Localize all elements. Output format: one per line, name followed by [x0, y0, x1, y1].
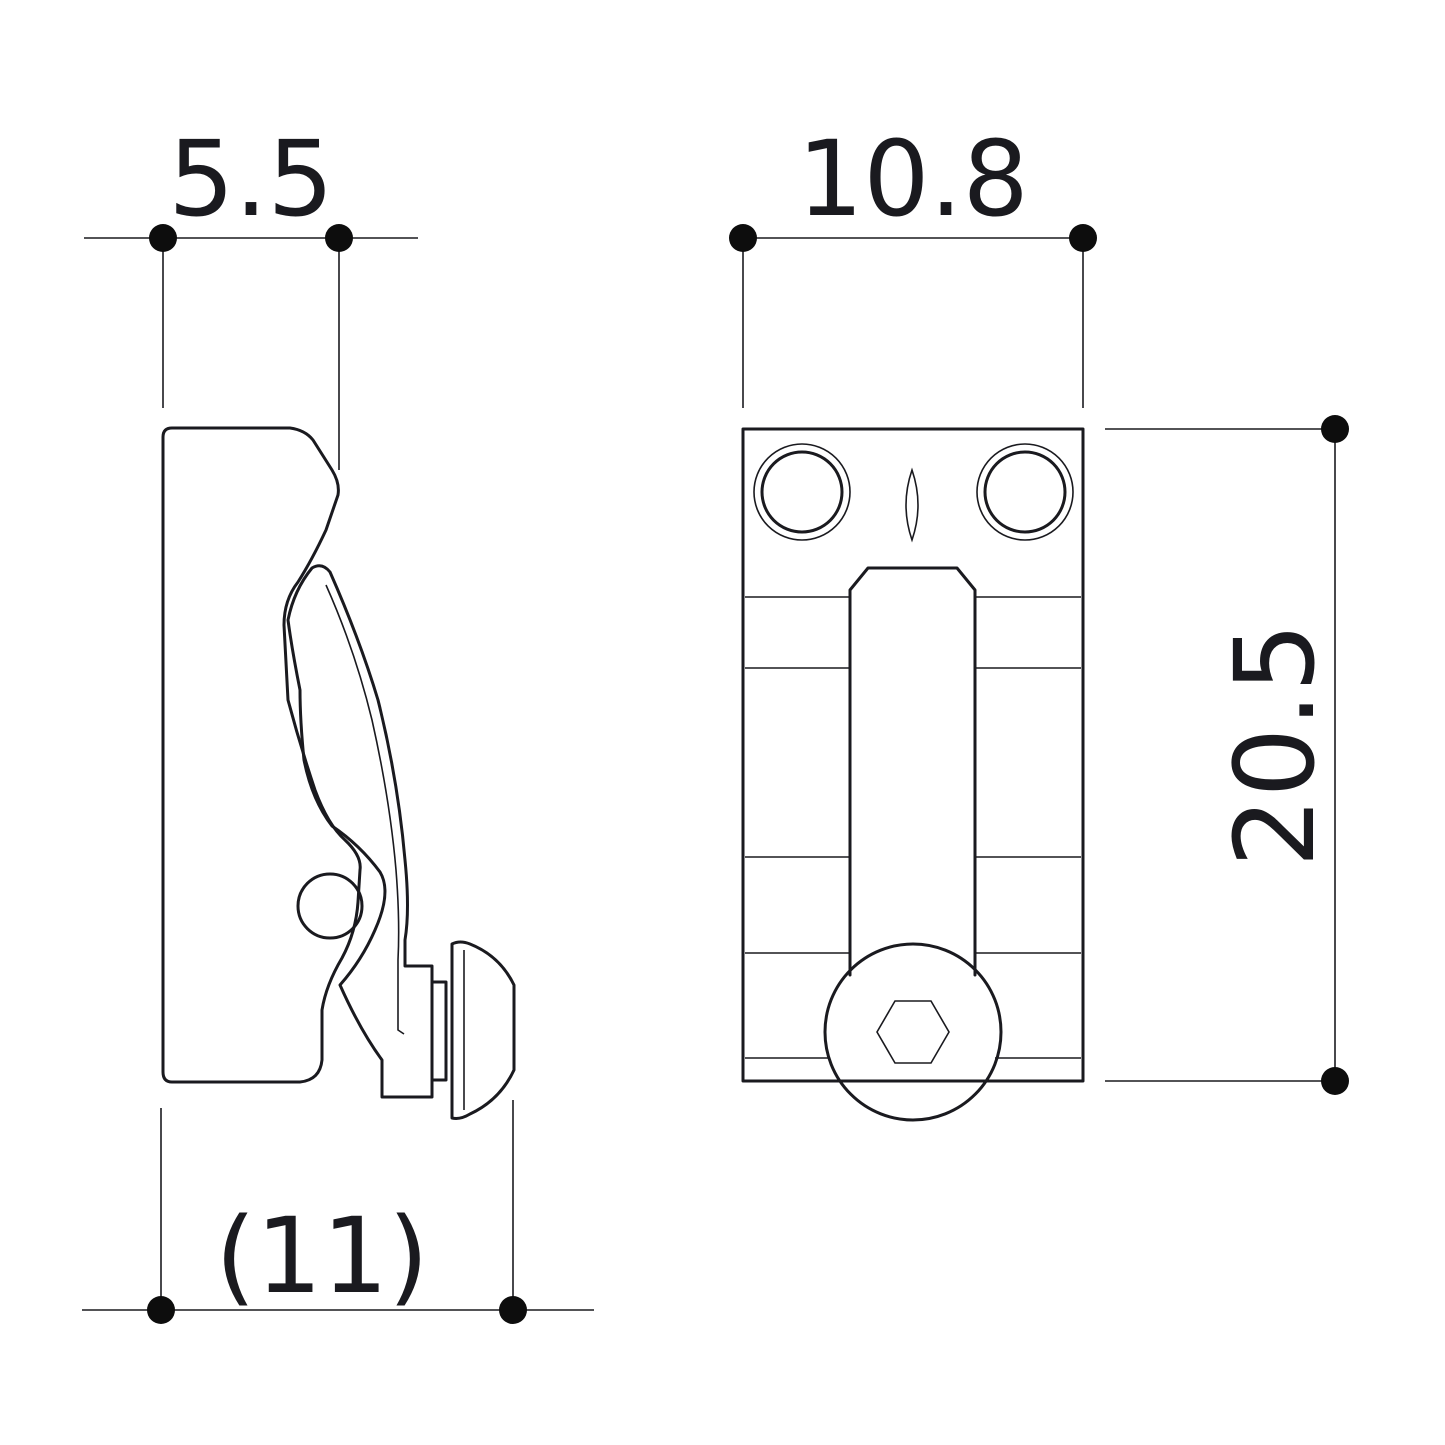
- mounting-hole-left: [753, 443, 851, 541]
- side-view-lever: [286, 564, 434, 1099]
- dim-dot: [1321, 415, 1349, 443]
- dim-dot: [729, 224, 757, 252]
- dim-dot: [147, 1296, 175, 1324]
- groove-lines: [745, 596, 1081, 1059]
- dim-label-20-5: 20.5: [1211, 623, 1339, 868]
- screw-head-front: [823, 942, 1003, 1122]
- dim-dot: [1069, 224, 1097, 252]
- dim-top-5-5: 5.5: [84, 118, 418, 470]
- dim-right-20-5: 20.5: [1105, 415, 1349, 1095]
- lever-slot: [848, 566, 977, 977]
- dim-dot: [149, 224, 177, 252]
- center-marker: [905, 467, 919, 543]
- screw-head-side: [450, 940, 516, 1120]
- dim-dot: [499, 1296, 527, 1324]
- screw-stem: [430, 980, 448, 1082]
- front-view-body: [741, 427, 1085, 1083]
- dim-label-5-5: 5.5: [168, 118, 333, 240]
- pivot-hole: [296, 872, 364, 940]
- dim-dot: [1321, 1067, 1349, 1095]
- side-view: 5.5 (11): [82, 118, 594, 1324]
- dim-dot: [325, 224, 353, 252]
- dim-bottom-11: (11): [82, 1100, 594, 1324]
- side-view-body: [161, 426, 362, 1084]
- hex-socket-icon: [876, 1000, 950, 1064]
- dim-label-10-8: 10.8: [797, 118, 1029, 240]
- mounting-hole-right: [976, 443, 1074, 541]
- front-view: 10.8 20.5: [729, 118, 1349, 1122]
- dim-label-11: (11): [215, 1195, 428, 1317]
- side-view-lever-inner: [325, 584, 405, 1035]
- dim-top-10-8: 10.8: [729, 118, 1097, 408]
